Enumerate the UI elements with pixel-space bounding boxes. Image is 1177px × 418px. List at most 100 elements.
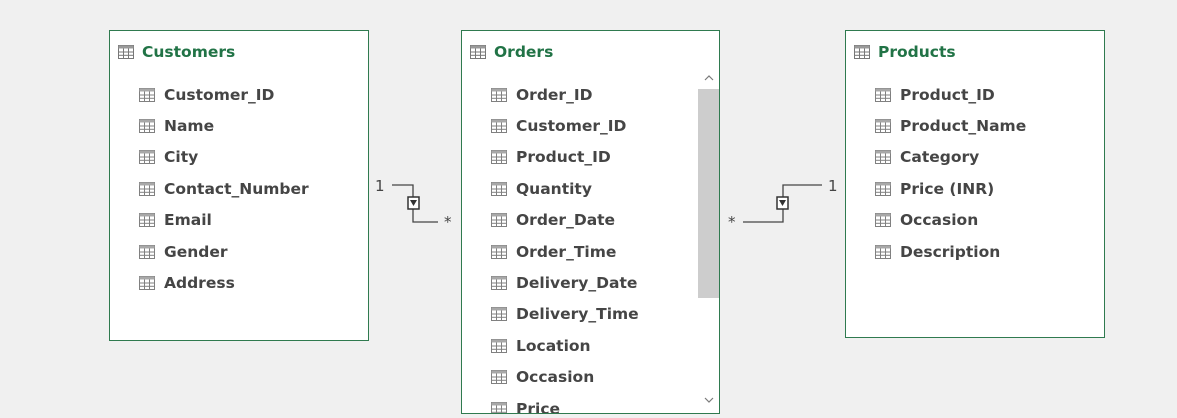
relationship-many-label: * [444, 213, 452, 231]
field-name: Gender [164, 242, 228, 261]
field-grid-icon [139, 150, 155, 165]
field-row[interactable]: Category [875, 142, 1026, 173]
field-grid-icon [875, 244, 891, 259]
field-name: Delivery_Time [516, 305, 639, 324]
field-name: Order_Date [516, 211, 616, 230]
relationship-many-label: * [728, 213, 736, 231]
table-orders[interactable]: Orders Order_ID Customer_ID Product_ID Quan… [461, 30, 720, 414]
field-grid-icon [491, 150, 507, 165]
field-row[interactable]: Address [139, 267, 309, 298]
field-name: Quantity [516, 179, 592, 198]
field-row[interactable]: Price [491, 393, 639, 414]
field-name: Delivery_Date [516, 274, 638, 293]
relationship-products-orders[interactable] [743, 184, 822, 223]
field-grid-icon [875, 213, 891, 228]
field-grid-icon [875, 119, 891, 134]
filter-arrow-icon [776, 196, 789, 210]
field-grid-icon [875, 87, 891, 102]
field-grid-icon [875, 181, 891, 196]
field-row[interactable]: Contact_Number [139, 173, 309, 204]
table-title: Orders [494, 43, 554, 61]
table-header[interactable]: Customers [118, 42, 235, 62]
field-grid-icon [491, 213, 507, 228]
relationship-one-label: 1 [828, 177, 838, 195]
field-grid-icon [139, 244, 155, 259]
field-grid-icon [491, 307, 507, 322]
field-grid-icon [491, 338, 507, 353]
field-name: Email [164, 211, 212, 230]
field-grid-icon [139, 87, 155, 102]
field-grid-icon [491, 244, 507, 259]
field-grid-icon [139, 213, 155, 228]
field-name: Description [900, 242, 1001, 261]
table-grid-icon [118, 45, 134, 59]
field-row[interactable]: Delivery_Date [491, 267, 639, 298]
field-row[interactable]: Customer_ID [139, 79, 309, 110]
field-name: Order_Time [516, 242, 617, 261]
field-grid-icon [139, 181, 155, 196]
relationship-customers-orders[interactable] [392, 184, 438, 223]
scrollbar-thumb[interactable] [698, 89, 719, 298]
field-row[interactable]: City [139, 142, 309, 173]
field-grid-icon [491, 370, 507, 385]
table-grid-icon [470, 45, 486, 59]
field-row[interactable]: Email [139, 205, 309, 236]
field-row[interactable]: Price (INR) [875, 173, 1026, 204]
chevron-up-icon[interactable] [698, 68, 719, 88]
field-row[interactable]: Product_Name [875, 110, 1026, 141]
field-name: Name [164, 117, 215, 136]
relationship-one-label: 1 [375, 177, 385, 195]
field-name: Address [164, 274, 235, 293]
table-title: Customers [142, 43, 236, 61]
field-row[interactable]: Order_Time [491, 236, 639, 267]
field-row[interactable]: Order_Date [491, 205, 639, 236]
field-row[interactable]: Name [139, 110, 309, 141]
field-row[interactable]: Product_ID [875, 79, 1026, 110]
field-name: Product_ID [900, 85, 995, 104]
chevron-down-icon[interactable] [698, 390, 719, 410]
field-name: Category [900, 148, 980, 167]
field-row[interactable]: Location [491, 330, 639, 361]
table-grid-icon [854, 45, 870, 59]
field-grid-icon [491, 401, 507, 413]
field-name: Customer_ID [164, 85, 275, 104]
field-name: Location [516, 336, 591, 355]
filter-arrow-icon [407, 196, 420, 210]
field-grid-icon [875, 150, 891, 165]
field-row[interactable]: Customer_ID [491, 110, 639, 141]
field-name: Product_Name [900, 117, 1027, 136]
field-name: Price (INR) [900, 179, 995, 198]
field-name: Occasion [900, 211, 979, 230]
field-grid-icon [491, 276, 507, 291]
field-grid-icon [491, 181, 507, 196]
table-header[interactable]: Orders [470, 42, 553, 62]
field-row[interactable]: Delivery_Time [491, 299, 639, 330]
field-name: Price [516, 399, 561, 414]
field-name: Customer_ID [516, 117, 627, 136]
field-row[interactable]: Occasion [491, 362, 639, 393]
field-row[interactable]: Gender [139, 236, 309, 267]
field-grid-icon [139, 119, 155, 134]
field-name: Occasion [516, 368, 595, 387]
field-name: City [164, 148, 199, 167]
field-name: Contact_Number [164, 179, 309, 198]
field-grid-icon [139, 276, 155, 291]
vertical-scrollbar[interactable] [698, 68, 719, 412]
table-title: Products [878, 43, 956, 61]
field-grid-icon [491, 119, 507, 134]
table-header[interactable]: Products [854, 42, 956, 62]
field-row[interactable]: Description [875, 236, 1026, 267]
field-row[interactable]: Occasion [875, 205, 1026, 236]
field-row[interactable]: Quantity [491, 173, 639, 204]
field-name: Product_ID [516, 148, 611, 167]
field-row[interactable]: Order_ID [491, 79, 639, 110]
field-name: Order_ID [516, 85, 593, 104]
field-grid-icon [491, 87, 507, 102]
field-row[interactable]: Product_ID [491, 142, 639, 173]
